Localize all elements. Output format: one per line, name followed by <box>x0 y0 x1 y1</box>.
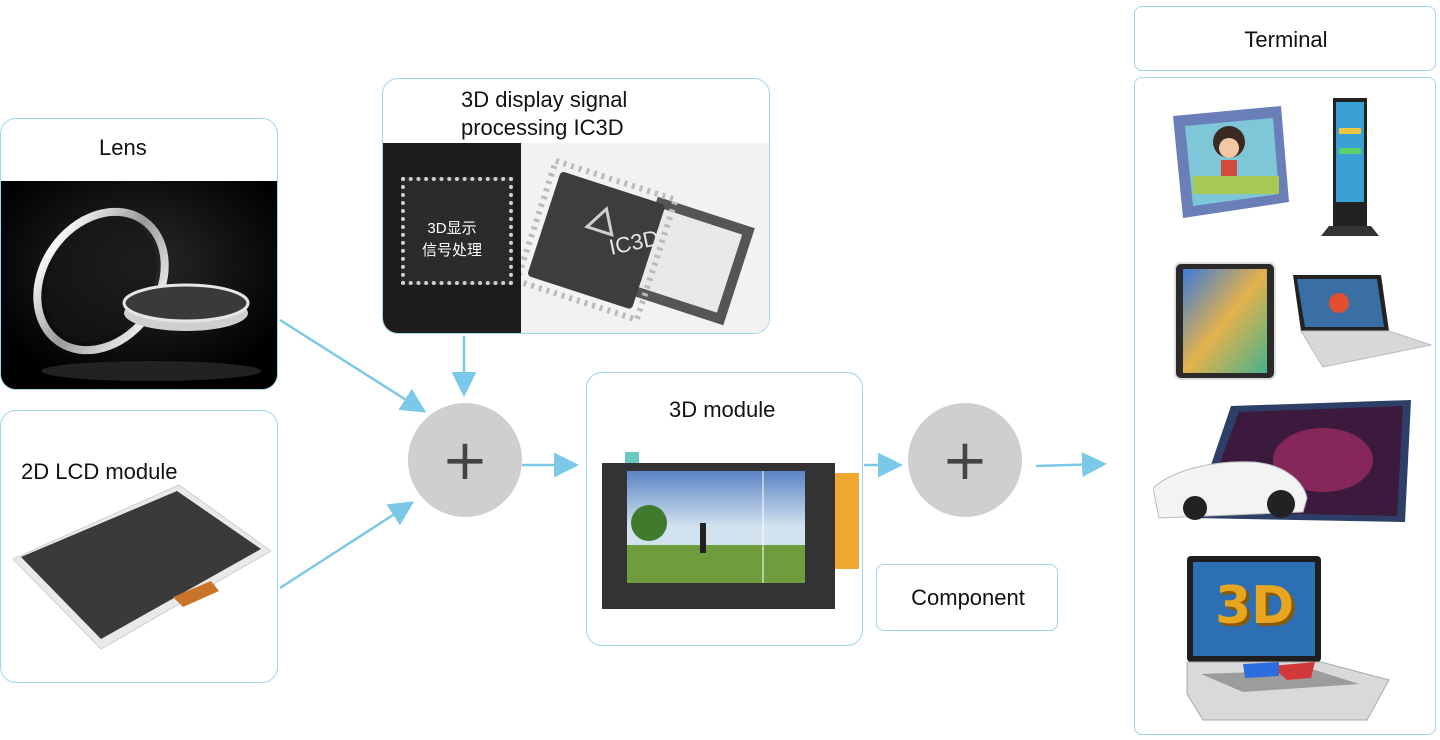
lens-image <box>1 181 277 389</box>
chip-text-line2: 信号处理 <box>421 242 482 259</box>
laptop-3d-device: 3D <box>1183 554 1393 722</box>
laptop-3d-overlay-text: 3D <box>1215 576 1295 636</box>
ic-left-chip-image: 3D显示 信号处理 <box>383 143 521 333</box>
terminal-title: Terminal <box>1244 27 1328 52</box>
lens-box: Lens <box>0 118 278 390</box>
ic-box: 3D display signal processing IC3D 3D显示 信… <box>382 78 770 334</box>
arrow-lens-to-plus <box>279 318 427 413</box>
component-box: Component <box>876 564 1058 631</box>
lens-title: Lens <box>99 135 147 160</box>
lcd-title: 2D LCD module <box>21 459 178 484</box>
component-label: Component <box>911 585 1025 610</box>
ic-title-line1: 3D display signal <box>461 87 628 112</box>
lcd-image <box>12 484 272 650</box>
laptop-silver-device <box>1293 275 1433 368</box>
plus-symbol-1: + <box>441 427 489 493</box>
lcd-box: 2D LCD module <box>0 410 278 683</box>
ic-title-line2: processing IC3D <box>461 115 624 140</box>
chip-text-line1: 3D显示 <box>427 220 477 237</box>
plus-symbol-2: + <box>941 427 989 493</box>
plus-circle-1: + <box>408 403 522 517</box>
terminal-devices-box: 3D <box>1134 77 1436 735</box>
kiosk-device <box>1321 98 1379 236</box>
arrow-plus2-to-terminal <box>1035 452 1107 478</box>
photo-frame-device <box>1173 106 1289 218</box>
car-display-device <box>1153 400 1411 522</box>
terminal-title-box: Terminal <box>1134 6 1436 71</box>
ic-right-chip-image: IC3D <box>521 143 769 333</box>
arrow-lcd-to-plus <box>279 501 415 590</box>
module-title: 3D module <box>669 397 776 422</box>
module-image <box>602 452 859 609</box>
plus-circle-2: + <box>908 403 1022 517</box>
tablet-device <box>1174 262 1276 380</box>
module-box: 3D module <box>586 372 863 646</box>
